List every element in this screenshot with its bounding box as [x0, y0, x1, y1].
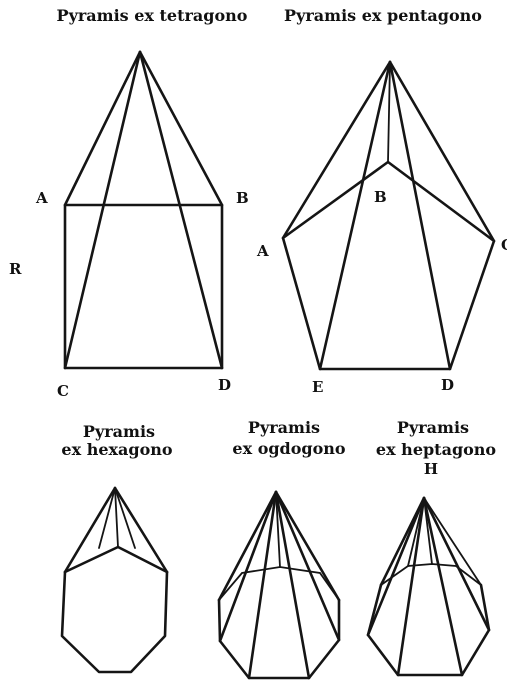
edge-apex-a: [281, 60, 392, 240]
pentagono-base: [281, 160, 496, 371]
edge-apex-3: [247, 490, 278, 680]
edge-apex-c: [388, 60, 496, 243]
heptagono-base: [366, 583, 491, 677]
edge-apex-5: [274, 490, 341, 642]
label-b: B: [374, 188, 387, 206]
edge-apex-8: [407, 497, 425, 567]
edge-apex-7: [423, 497, 433, 565]
edge-apex-7: [275, 491, 281, 568]
pyramid-ogdogono: Pyramis ex ogdogono: [217, 418, 346, 680]
ogdogono-base: [217, 598, 341, 680]
edge-apex-4: [98, 487, 116, 549]
edge-apex-3: [114, 487, 119, 548]
tetragono-base: [63, 203, 224, 370]
caption-tetragono: Pyramis ex tetragono: [57, 6, 248, 25]
label-c: C: [57, 382, 69, 400]
edge-apex-5: [114, 487, 136, 549]
edge-apex-1: [63, 486, 117, 574]
caption-heptagono-line2: ex heptagono: [376, 440, 497, 459]
pyramid-tetragono: Pyramis ex tetragono A B C D R: [9, 6, 249, 400]
label-r: R: [9, 260, 22, 278]
edge-apex-d: [138, 50, 224, 370]
label-e: E: [312, 378, 323, 396]
edge-apex-e: [318, 60, 392, 371]
edge-apex-3: [396, 496, 426, 677]
caption-pentagono: Pyramis ex pentagono: [284, 6, 482, 25]
edge-apex-4: [274, 490, 311, 680]
hexagono-base: [60, 570, 169, 674]
label-h: H: [424, 460, 438, 478]
edge-apex-6: [274, 490, 341, 602]
edge-apex-2: [113, 486, 169, 574]
caption-ogdogono-line1: Pyramis: [248, 418, 320, 437]
edge-apex-c: [63, 50, 142, 370]
caption-hexagono-line2: ex hexagono: [61, 440, 173, 459]
edge-apex-d: [388, 60, 452, 371]
edge-apex-2: [366, 496, 426, 637]
edge-apex-2: [218, 490, 278, 643]
edge-apex-b: [387, 61, 391, 163]
edge-back-left: [63, 545, 120, 574]
caption-ogdogono-line2: ex ogdogono: [232, 439, 346, 458]
edge-apex-6: [423, 497, 482, 586]
label-b: B: [236, 189, 249, 207]
label-c: C: [501, 236, 507, 254]
caption-heptagono-line1: Pyramis: [397, 418, 469, 437]
edge-apex-b: [138, 50, 224, 207]
edge-apex-4: [422, 496, 464, 677]
caption-hexagono-line1: Pyramis: [83, 422, 155, 441]
edge-back-right: [116, 545, 169, 574]
edge-apex-1: [217, 490, 278, 602]
edge-apex-a: [63, 50, 142, 207]
label-d: D: [441, 376, 454, 394]
label-a: A: [256, 242, 269, 260]
edge-apex-5: [422, 496, 491, 632]
label-d: D: [218, 376, 231, 394]
pyramid-heptagono: Pyramis ex heptagono H: [366, 418, 497, 677]
pyramid-hexagono: Pyramis ex hexagono: [60, 422, 173, 674]
label-a: A: [35, 189, 48, 207]
pyramid-pentagono: Pyramis ex pentagono A B C D E: [256, 6, 507, 396]
